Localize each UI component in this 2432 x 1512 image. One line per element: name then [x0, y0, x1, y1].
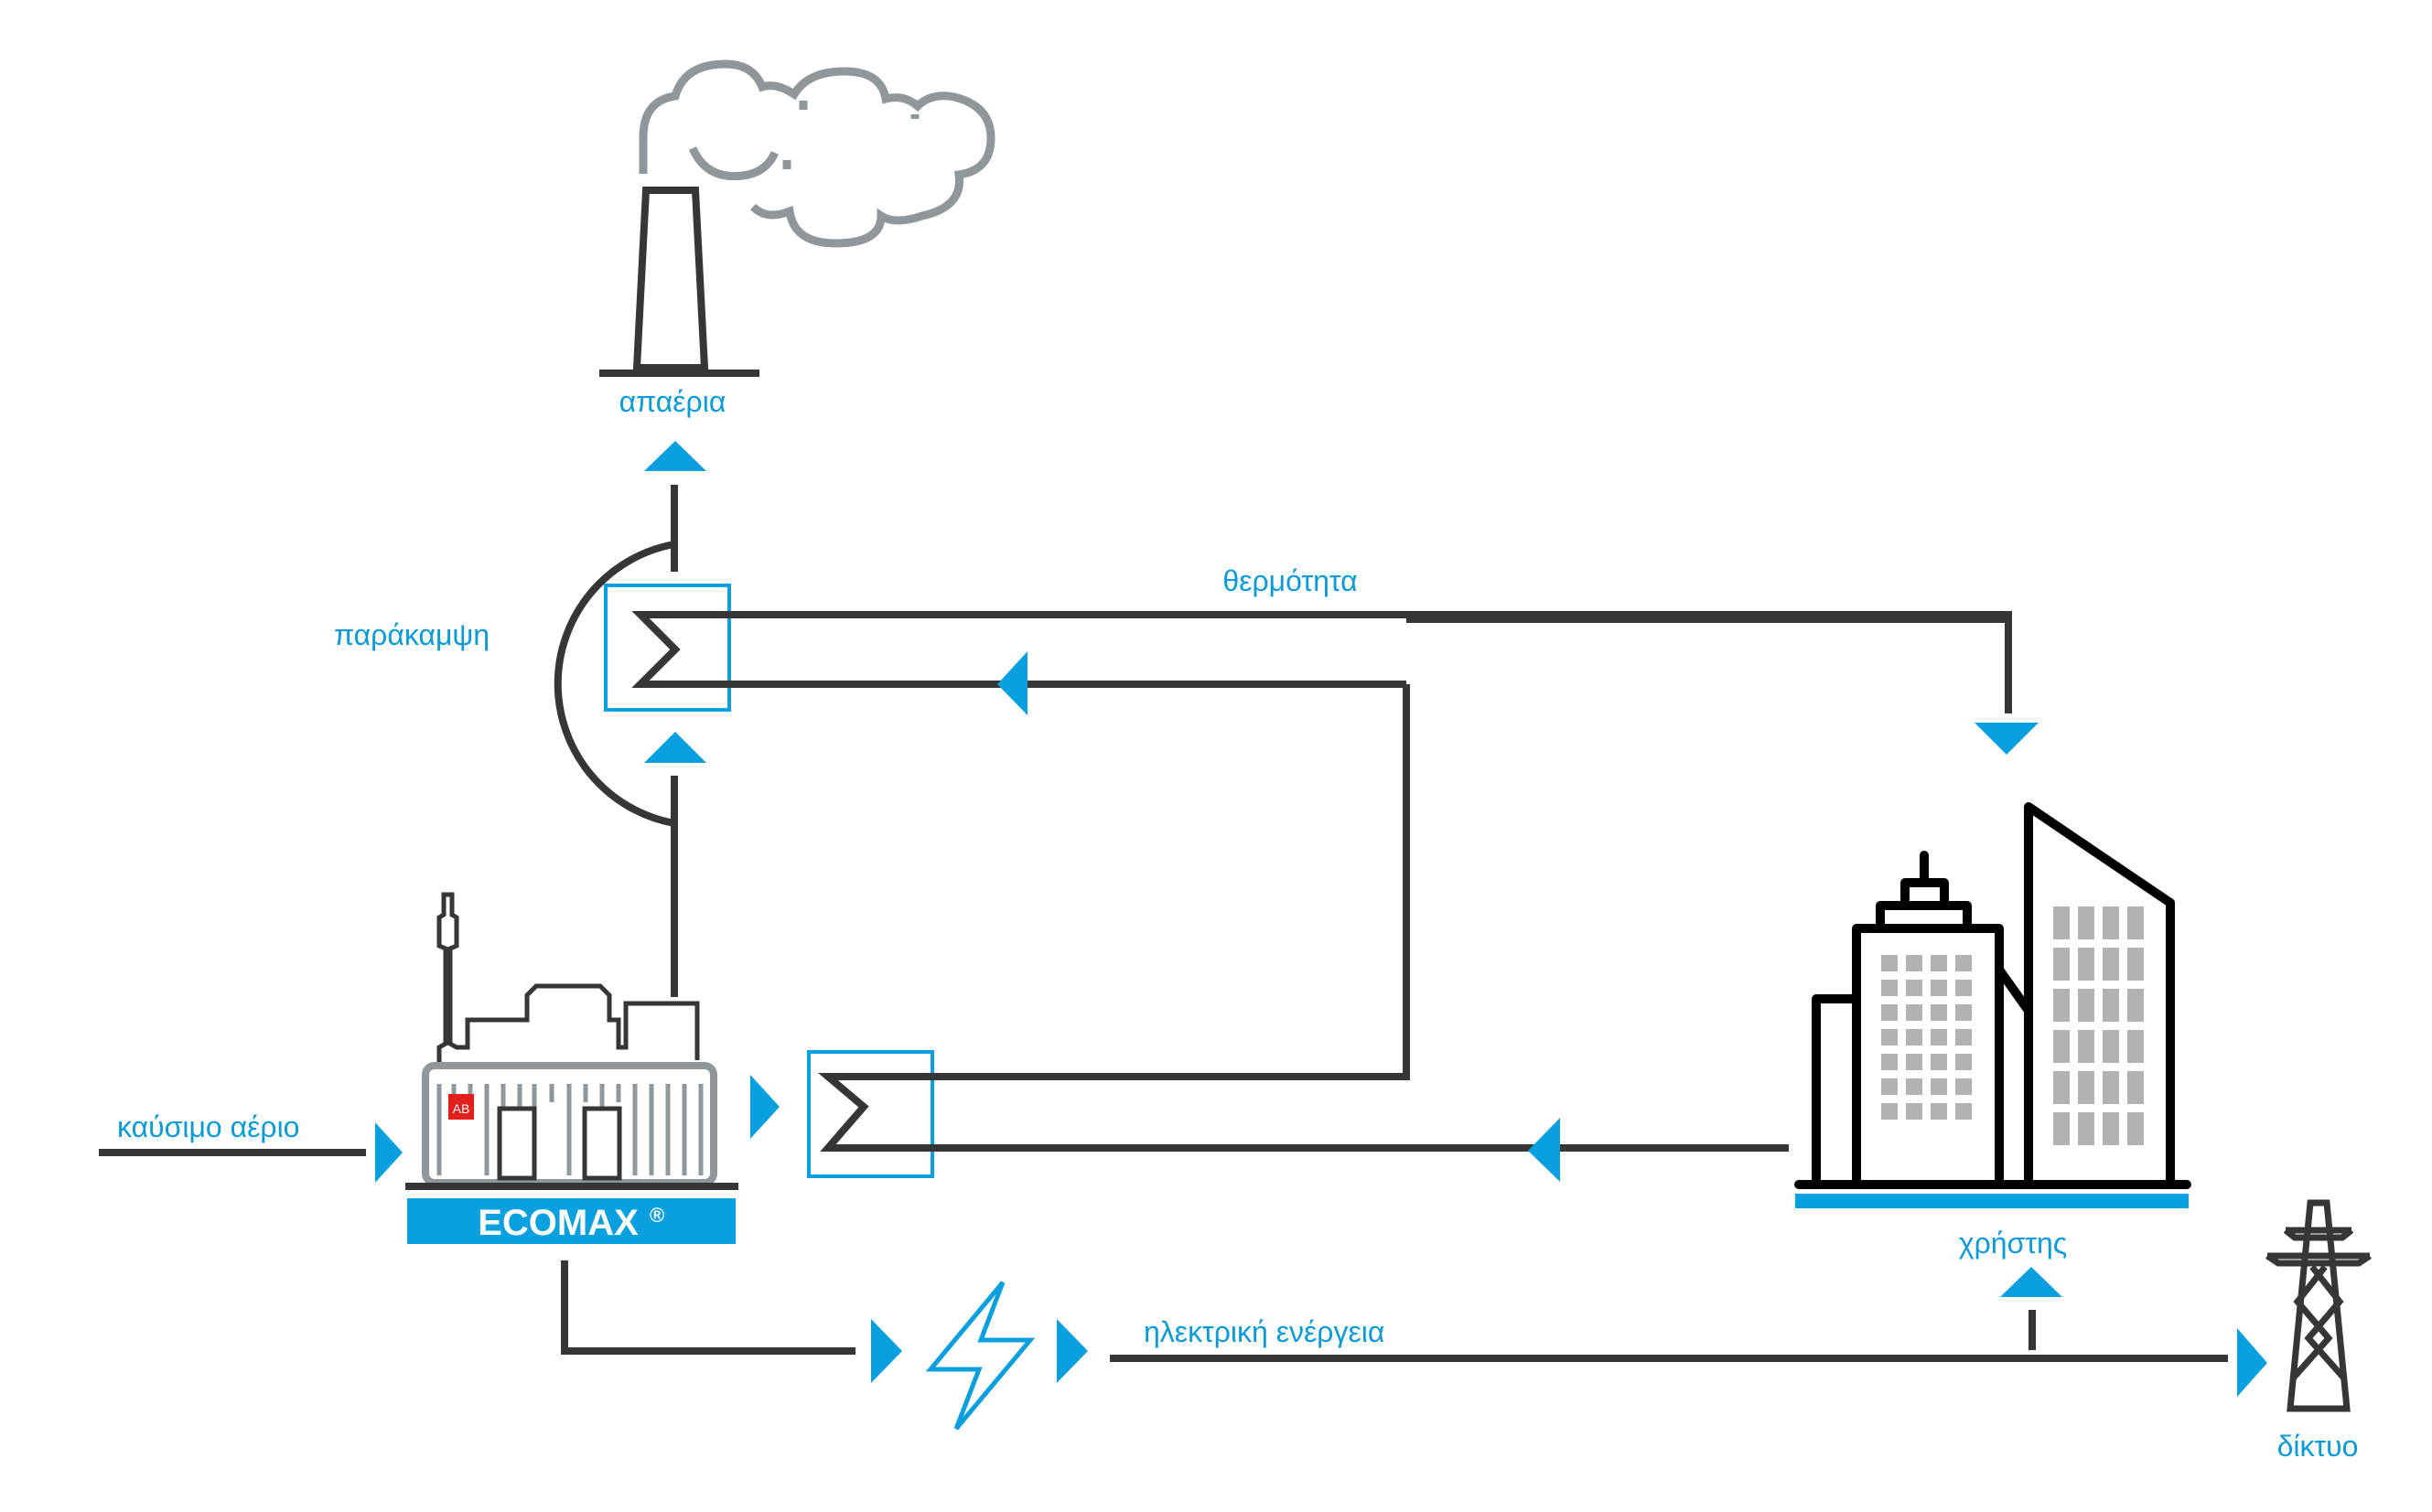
window	[1931, 1029, 1947, 1046]
window	[2053, 1071, 2070, 1104]
window	[2103, 906, 2119, 939]
window	[1955, 1103, 1972, 1120]
window	[1881, 1078, 1898, 1095]
user-label: χρήστης	[1959, 1227, 2067, 1260]
exhaust-label: απαέρια	[619, 385, 726, 418]
window	[1955, 980, 1972, 996]
arrow-right-electric-1	[871, 1319, 902, 1383]
arrow-right-electric-2	[1057, 1319, 1088, 1383]
window	[1881, 1029, 1898, 1046]
window	[2053, 1112, 2070, 1145]
window	[2103, 989, 2119, 1022]
arrow-down-heat	[1975, 723, 2039, 755]
window	[2078, 906, 2094, 939]
window	[2127, 1071, 2144, 1104]
window	[1906, 1029, 1922, 1046]
chimney-icon	[599, 59, 995, 377]
window	[2053, 948, 2070, 981]
window	[2053, 989, 2070, 1022]
bypass-pipe	[554, 541, 675, 827]
window	[1906, 1103, 1922, 1120]
window	[2078, 1030, 2094, 1063]
window	[1955, 1054, 1972, 1070]
arrow-right-grid	[2237, 1328, 2267, 1397]
window	[2078, 948, 2094, 981]
window	[1906, 955, 1922, 971]
door-left	[497, 1106, 537, 1181]
window	[1955, 1078, 1972, 1095]
ecomax-banner	[407, 1198, 736, 1244]
window	[1881, 955, 1898, 971]
window	[1931, 980, 1947, 996]
window	[2127, 906, 2144, 939]
arrow-right-fuel	[375, 1122, 403, 1183]
window	[2127, 989, 2144, 1022]
window	[1931, 1103, 1947, 1120]
grid-label: δίκτυο	[2277, 1430, 2359, 1463]
window	[2103, 1030, 2119, 1063]
window	[2078, 989, 2094, 1022]
bypass-label: παράκαμψη	[334, 618, 490, 651]
window	[1931, 1054, 1947, 1070]
arrow-left-return-top	[997, 651, 1028, 715]
window	[1881, 1054, 1898, 1070]
heat-exchanger-icon	[604, 584, 731, 712]
window	[1931, 1078, 1947, 1095]
electricity-label: ηλεκτρική ενέργεια	[1144, 1315, 1384, 1348]
window	[1881, 1004, 1898, 1021]
window	[1881, 1103, 1898, 1120]
cogeneration-unit-icon: AB ECOMAX ®	[405, 892, 738, 1244]
lightning-icon	[925, 1281, 1036, 1431]
window	[1955, 955, 1972, 971]
arrow-left-return-bottom	[1528, 1118, 1560, 1182]
window	[2103, 1071, 2119, 1104]
svg-text:AB: AB	[453, 1101, 470, 1116]
ab-logo	[448, 1094, 474, 1120]
ecomax-name: ECOMAX	[478, 1203, 639, 1243]
window	[1931, 1004, 1947, 1021]
smoke-cloud-icon	[688, 101, 920, 181]
buildings-icon	[1794, 802, 2191, 1208]
window	[2053, 906, 2070, 939]
arrow-up-exhaust	[644, 441, 706, 471]
svg-text:®: ®	[650, 1204, 664, 1227]
power-tower-icon	[2265, 1199, 2372, 1412]
arrow-right-to-exchanger	[750, 1075, 780, 1139]
window	[1906, 980, 1922, 996]
window	[1955, 1029, 1972, 1046]
window	[1881, 980, 1898, 996]
window	[1906, 1054, 1922, 1070]
window	[2078, 1112, 2094, 1145]
heat-label: θερμότητα	[1222, 564, 1357, 597]
door-right	[582, 1106, 622, 1181]
window	[2078, 1071, 2094, 1104]
window	[1931, 955, 1947, 971]
window	[2103, 948, 2119, 981]
window	[2053, 1030, 2070, 1063]
fuel-gas-label: καύσιμο αέριο	[117, 1110, 299, 1143]
arrow-up-user	[2000, 1267, 2062, 1297]
window	[1906, 1004, 1922, 1021]
window	[1955, 1004, 1972, 1021]
window	[2127, 948, 2144, 981]
window	[2127, 1112, 2144, 1145]
arrow-up-exhaust-in	[644, 732, 706, 763]
heat-exchanger-icon	[807, 1050, 934, 1178]
window	[1906, 1078, 1922, 1095]
window	[2127, 1030, 2144, 1063]
window	[2103, 1112, 2119, 1145]
